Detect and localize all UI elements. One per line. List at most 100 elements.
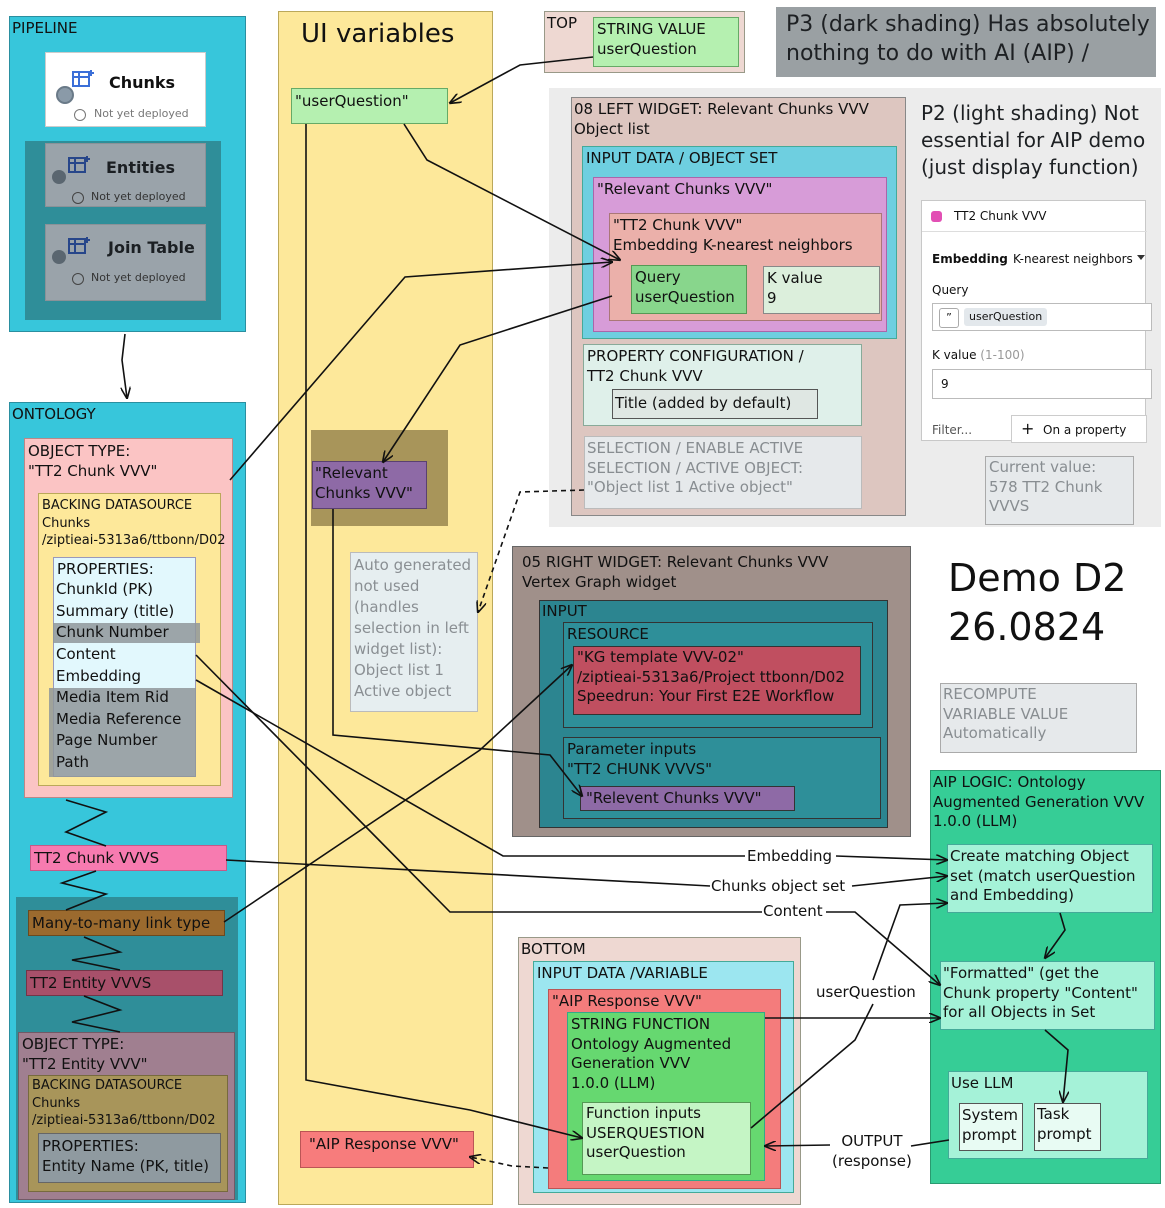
right-widget-title: 05 RIGHT WIDGET: Relevant Chunks VVV Ver… <box>522 553 829 591</box>
demo-label: Demo D2 26.0824 <box>948 556 1127 650</box>
p3-note: P3 (dark shading) Has absolutely nothing… <box>776 7 1156 77</box>
object-type-icon <box>931 211 942 222</box>
plus-icon: + <box>1021 419 1035 438</box>
ui-variables-title: UI variables <box>301 19 455 49</box>
quote-icon: ” <box>939 308 959 328</box>
property-item: Summary (title) <box>56 602 175 620</box>
right-param-label: Parameter inputs "TT2 CHUNK VVVS" <box>567 740 713 778</box>
filter-button[interactable]: Filter... <box>932 423 973 437</box>
auto-generated-note-text: Auto generated not used (handles selecti… <box>354 556 472 700</box>
pipeline-card-status: Not yet deployed <box>91 190 186 203</box>
property-item: Page Number <box>56 731 158 749</box>
left-input-data-label: INPUT DATA / OBJECT SET <box>586 149 778 167</box>
left-query: Query userQuestion <box>631 265 747 314</box>
bottom-aip-response-label: "AIP Response VVV" <box>552 992 702 1010</box>
string-value: STRING VALUE userQuestion <box>593 17 739 67</box>
status-circle-icon <box>74 109 86 121</box>
bottom-function-inputs-label: Function inputs USERQUESTION userQuestio… <box>586 1104 705 1161</box>
edge-label-output: OUTPUT (response) <box>832 1132 912 1171</box>
query-chip: userQuestion <box>964 308 1048 327</box>
var-aip-response[interactable]: "AIP Response VVV" <box>300 1131 474 1168</box>
var-aip-response-label: "AIP Response VVV" <box>309 1135 459 1153</box>
property-item: Media Item Rid <box>56 688 169 706</box>
embedding-select[interactable]: K-nearest neighbors <box>1013 252 1133 266</box>
properties-entity-label: PROPERTIES: Entity Name (PK, title) <box>42 1137 210 1175</box>
aip-use-llm-label: Use LLM <box>951 1074 1014 1092</box>
left-query-label: Query userQuestion <box>635 268 735 306</box>
left-kvalue-label: K value 9 <box>767 269 823 307</box>
pipeline-title: PIPELINE <box>12 19 78 37</box>
var-user-question-label: "userQuestion" <box>295 92 409 110</box>
left-title-default-label: Title (added by default) <box>615 394 792 412</box>
aip-formatted-label: "Formatted" (get the Chunk property "Con… <box>943 964 1138 1021</box>
left-prop-config-label: PROPERTY CONFIGURATION / TT2 Chunk VVV <box>587 347 804 385</box>
left-kvalue: K value 9 <box>763 266 880 314</box>
p3-overlay-properties <box>49 688 196 777</box>
pipeline-card-name: Join Table <box>108 238 195 257</box>
right-kg-template-label: "KG template VVV-02" /ziptieai-5313a6/Pr… <box>577 648 845 705</box>
table-add-icon <box>72 70 94 88</box>
var-relevant-chunks[interactable]: "Relevant Chunks VVV" <box>312 461 427 509</box>
status-circle-icon <box>72 192 84 204</box>
property-item: Path <box>56 753 89 771</box>
on-property-button[interactable]: + On a property <box>1011 415 1147 443</box>
aip-task-prompt: Task prompt <box>1034 1103 1101 1151</box>
string-value-label: STRING VALUE userQuestion <box>597 20 706 58</box>
bottom-function-inputs: Function inputs USERQUESTION userQuestio… <box>582 1102 751 1175</box>
link-tt2-entity: TT2 Entity VVVS <box>26 970 223 996</box>
aip-create-object-set-label: Create matching Object set (match userQu… <box>950 847 1136 904</box>
left-widget-title: 08 LEFT WIDGET: Relevant Chunks VVV Obje… <box>574 100 869 138</box>
backing-datasource-label: BACKING DATASOURCE Chunks /ziptieai-5313… <box>42 498 226 549</box>
widget-config-screenshot: TT2 Chunk VVV Embedding K-nearest neighb… <box>921 200 1152 443</box>
current-value-text: Current value: 578 TT2 Chunk VVVS <box>989 458 1103 515</box>
k-value-input[interactable]: 9 <box>932 369 1152 399</box>
query-input[interactable]: ” userQuestion <box>932 303 1152 331</box>
bottom-string-function: STRING FUNCTION Ontology Augmented Gener… <box>567 1012 765 1181</box>
pipeline-node-dot <box>52 250 66 264</box>
bottom-string-function-label: STRING FUNCTION Ontology Augmented Gener… <box>571 1015 732 1092</box>
right-kg-template: "KG template VVV-02" /ziptieai-5313a6/Pr… <box>573 646 861 715</box>
aip-formatted: "Formatted" (get the Chunk property "Con… <box>940 961 1155 1030</box>
property-item: Embedding <box>56 667 142 685</box>
property-item: Chunk Number <box>56 623 169 641</box>
left-title-default: Title (added by default) <box>612 389 818 419</box>
right-input-label: INPUT <box>542 602 587 620</box>
link-many-to-many: Many-to-many link type <box>28 910 225 936</box>
bottom-title: BOTTOM <box>521 940 586 958</box>
embedding-label: Embedding <box>932 252 1008 266</box>
pipeline-node-dot <box>52 170 66 184</box>
caret-down-icon <box>1137 255 1145 260</box>
aip-task-prompt-label: Task prompt <box>1037 1105 1092 1143</box>
left-tt2-chunk-label: "TT2 Chunk VVV" Embedding K-nearest neig… <box>613 216 853 254</box>
edge-label-chunks-set: Chunks object set <box>711 877 846 897</box>
property-item: ChunkId (PK) <box>56 580 153 598</box>
aip-system-prompt: System prompt <box>959 1103 1023 1151</box>
recompute-note-text: RECOMPUTE VARIABLE VALUE Automatically <box>943 685 1069 742</box>
ontology-title: ONTOLOGY <box>12 405 96 423</box>
recompute-note: RECOMPUTE VARIABLE VALUE Automatically <box>940 683 1137 753</box>
status-circle-icon <box>72 273 84 285</box>
bottom-input-data-label: INPUT DATA /VARIABLE <box>537 964 708 982</box>
table-add-icon <box>68 237 90 255</box>
aip-create-object-set: Create matching Object set (match userQu… <box>947 844 1153 913</box>
k-value-label: K value (1-100) <box>932 348 1025 362</box>
aip-logic-title: AIP LOGIC: Ontology Augmented Generation… <box>933 773 1145 830</box>
pipeline-node-dot <box>56 86 74 104</box>
aip-system-prompt-label: System prompt <box>962 1106 1018 1144</box>
pipeline-card-entities[interactable]: Entities Not yet deployed <box>45 143 206 207</box>
p3-overlay-chunk-number <box>53 623 200 643</box>
screenshot-header: TT2 Chunk VVV <box>954 209 1047 223</box>
pipeline-card-name: Chunks <box>109 73 176 92</box>
property-item: Media Reference <box>56 710 182 728</box>
var-user-question[interactable]: "userQuestion" <box>291 88 448 124</box>
link-tt2-entity-label: TT2 Entity VVVS <box>30 974 152 992</box>
right-relevent-chunks-label: "Relevent Chunks VVV" <box>586 789 762 807</box>
edge-label-user-question: userQuestion <box>816 983 916 1003</box>
object-type-entity-label: OBJECT TYPE: "TT2 Entity VVV" <box>22 1035 148 1073</box>
p2-note-text: P2 (light shading) Not essential for AIP… <box>921 101 1146 179</box>
left-relevant-chunks-label: "Relevant Chunks VVV" <box>597 180 773 198</box>
left-selection: SELECTION / ENABLE ACTIVE SELECTION / AC… <box>584 436 862 509</box>
var-relevant-chunks-label: "Relevant Chunks VVV" <box>315 464 413 502</box>
p3-note-text: P3 (dark shading) Has absolutely nothing… <box>786 12 1150 66</box>
pipeline-card-join-table[interactable]: Join Table Not yet deployed <box>45 224 206 301</box>
